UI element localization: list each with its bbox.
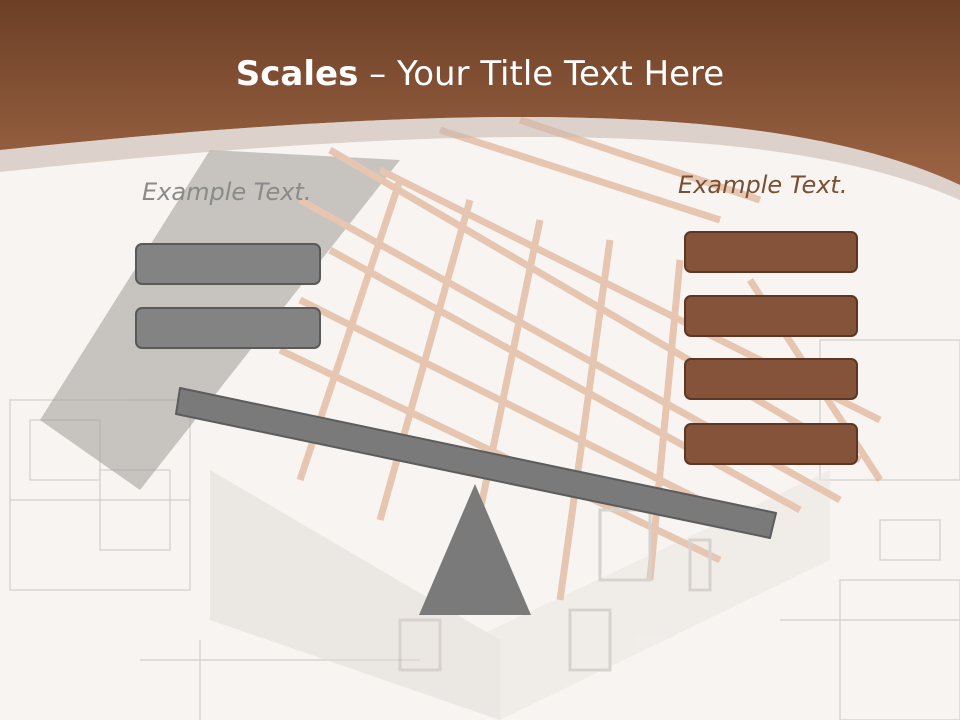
- left-box-2: [135, 307, 321, 349]
- right-box-1: [684, 231, 858, 273]
- header-band: [0, 0, 960, 185]
- header-swoosh: [0, 116, 960, 200]
- title-rest: – Your Title Text Here: [358, 54, 725, 94]
- right-box-3: [684, 358, 858, 400]
- right-box-4: [684, 423, 858, 465]
- slide-title: Scales – Your Title Text Here: [0, 52, 960, 96]
- left-example-text: Example Text.: [142, 178, 312, 206]
- house-illustration: [40, 116, 883, 720]
- title-bold: Scales: [235, 54, 359, 94]
- left-box-1: [135, 243, 321, 285]
- right-example-text: Example Text.: [678, 171, 848, 199]
- scale-beam: [175, 387, 777, 539]
- scale-fulcrum: [419, 484, 531, 615]
- right-box-2: [684, 295, 858, 337]
